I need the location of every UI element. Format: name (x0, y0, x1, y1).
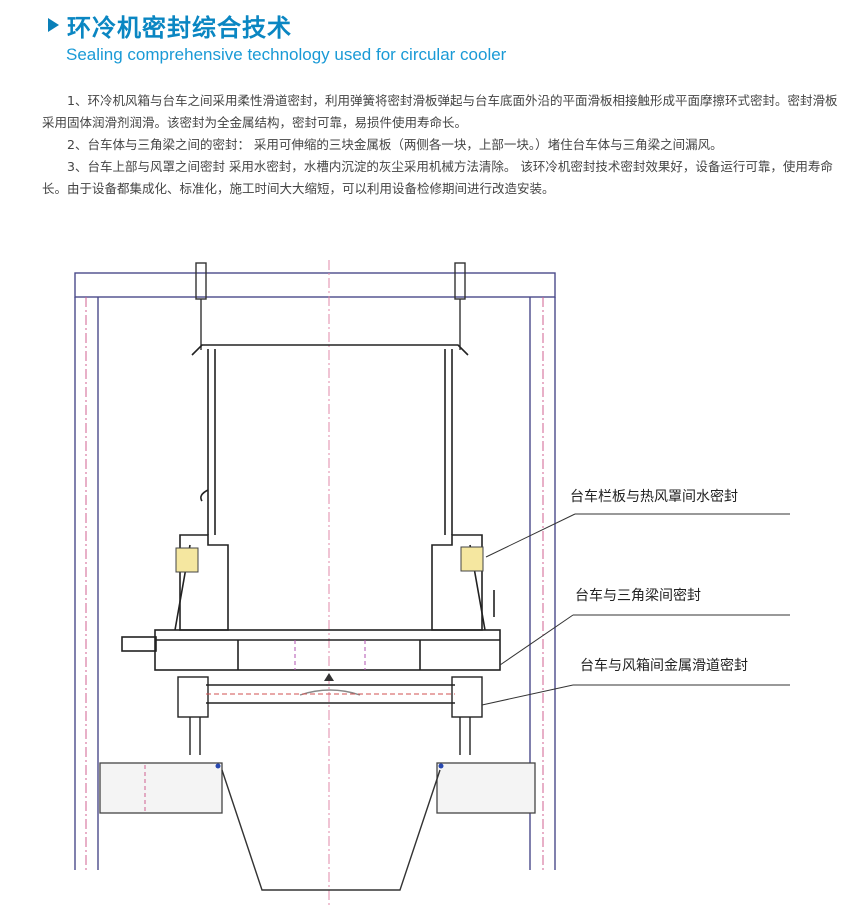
page-title: 环冷机密封综合技术 (67, 13, 292, 42)
callout-leaders (481, 513, 790, 706)
center-mark (324, 673, 334, 681)
callout-water-seal: 台车栏板与热风罩间水密封 (570, 488, 738, 505)
paragraph-1: 1、环冷机风箱与台车之间采用柔性滑道密封，利用弹簧将密封滑板弹起与台车底面外沿的… (42, 93, 838, 130)
triangle-bullet-icon (48, 18, 59, 32)
hood-top-beam (74, 272, 556, 298)
description-text: 1、环冷机风箱与台车之间采用柔性滑道密封，利用弹簧将密封滑板弹起与台车底面外沿的… (42, 90, 838, 200)
water-seal-boxes (175, 546, 484, 573)
page-subtitle: Sealing comprehensive technology used fo… (66, 45, 507, 64)
callout-triangle-beam-seal: 台车与三角梁间密封 (575, 587, 701, 604)
hidden-lines (294, 640, 366, 670)
paragraph-3: 3、台车上部与风罩之间密封 采用水密封，水槽内沉淀的灰尘采用机械方法清除。 该环… (42, 159, 833, 196)
trolley-body (121, 344, 501, 671)
seal-points (215, 763, 444, 769)
callout-slide-track-seal: 台车与风箱间金属滑道密封 (580, 657, 748, 674)
paragraph-2: 2、台车体与三角梁之间的密封： 采用可伸缩的三块金属板（两侧各一块，上部一块。）… (67, 137, 723, 152)
slide-track-area (177, 676, 483, 755)
title-row: 环冷机密封综合技术 (48, 8, 292, 42)
suspension-rods (195, 262, 466, 350)
hopper (221, 769, 441, 891)
cooler-sealing-drawing: 台车栏板与热风罩间水密封 台车与三角梁间密封 台车与风箱间金属滑道密封 (74, 260, 790, 905)
wind-box-base (99, 762, 536, 814)
centerlines (85, 260, 544, 905)
